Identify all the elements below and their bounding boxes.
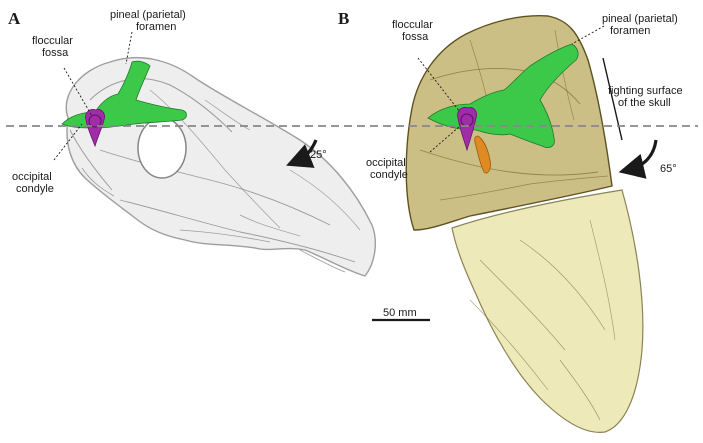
skull-a [66,58,375,276]
label-floccular-a-2: fossa [42,47,69,59]
scale-bar: 50 mm [372,307,430,320]
panel-letter-b: B [338,9,349,28]
panel-letter-a: A [8,9,21,28]
label-pineal-b-2: foramen [610,25,650,37]
label-floccular-b-2: fossa [402,31,429,43]
panel-b: B floccular fossa pineal (parietal) fora… [338,9,683,432]
label-occipital-b-2: condyle [370,169,408,181]
label-occipital-b-1: occipital [366,157,406,169]
label-floccular-b-1: floccular [392,19,433,31]
orbit-a [138,118,186,178]
label-pineal-a-2: foramen [136,21,176,33]
label-fighting-b-2: of the skull [618,97,671,109]
label-floccular-a-1: floccular [32,35,73,47]
rotation-label-b: 65° [660,163,677,175]
rotation-label-a: 25° [310,149,327,161]
label-fighting-b-1: fighting surface [608,85,683,97]
label-pineal-a-1: pineal (parietal) [110,9,186,21]
label-occipital-a-2: condyle [16,183,54,195]
panel-a: A pineal (parietal) foramen floccular fo… [8,9,375,276]
rotation-arrow-b [628,140,656,170]
label-pineal-b-1: pineal (parietal) [602,13,678,25]
scale-bar-label: 50 mm [383,307,417,319]
label-occipital-a-1: occipital [12,171,52,183]
